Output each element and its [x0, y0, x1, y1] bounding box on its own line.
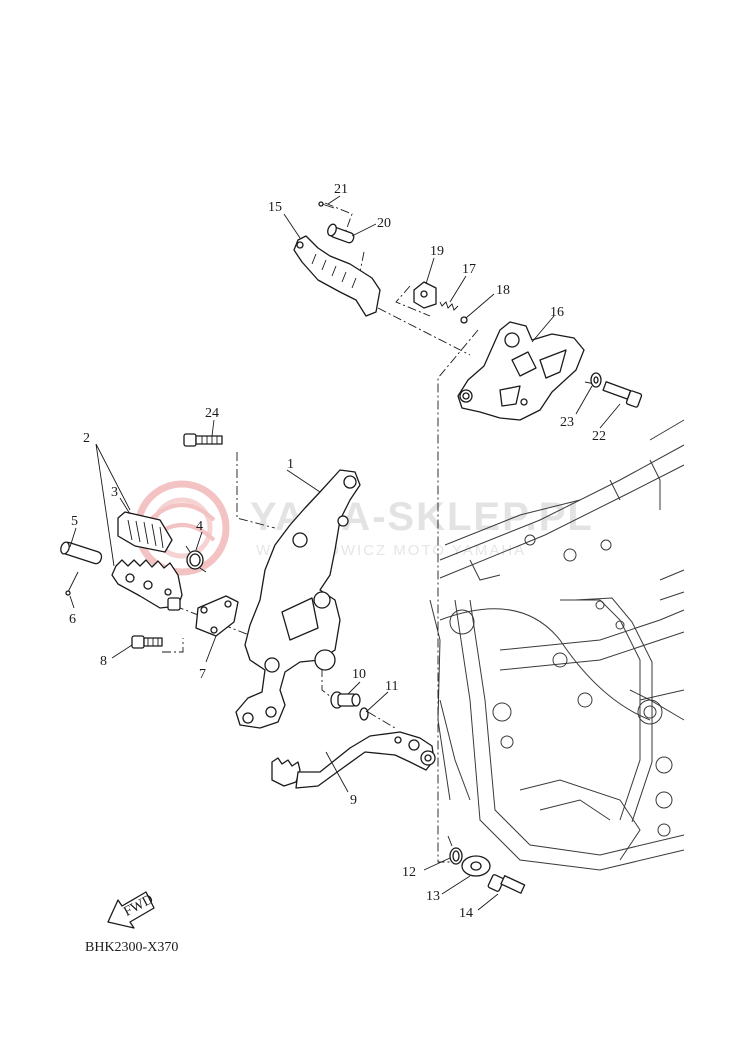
- callout-17: 17: [462, 262, 476, 277]
- callout-5: 5: [71, 514, 78, 529]
- callout-10: 10: [352, 667, 366, 682]
- footrest-spring: [185, 545, 207, 573]
- bolt-22: [602, 381, 643, 408]
- passenger-footrest-bracket: [457, 321, 585, 421]
- callout-labels: 1 2 3 4 5 6 7 8 9 10 11 12 13 14 15 16 1…: [69, 182, 606, 921]
- footrest-pin: [60, 541, 103, 565]
- callout-8: 8: [100, 654, 107, 669]
- callout-24: 24: [205, 406, 219, 421]
- spring-plate: [195, 595, 239, 637]
- callout-16: 16: [550, 305, 564, 320]
- passenger-footrest: [293, 235, 381, 317]
- pivot-collar: [330, 691, 361, 709]
- callout-7: 7: [199, 667, 206, 682]
- washer-13: [461, 855, 491, 877]
- brake-pedal: [271, 731, 436, 789]
- detent-plate: [413, 281, 437, 309]
- detent-ball: [460, 316, 468, 324]
- bolt-24: [183, 433, 223, 447]
- footrest-pin-20: [327, 223, 355, 244]
- callout-13: 13: [426, 889, 440, 904]
- callout-9: 9: [350, 793, 357, 808]
- callout-23: 23: [560, 415, 574, 430]
- cotter-pin: [65, 571, 79, 596]
- watermark: YAMA-SKLEP.PL WOJ CHOWICZ MOTO YAMAHA: [134, 480, 592, 576]
- cotter-pin-21: [318, 201, 335, 209]
- diagram-code: BHK2300-X370: [85, 940, 178, 955]
- callout-12: 12: [402, 865, 416, 880]
- callout-3: 3: [111, 485, 118, 500]
- callout-19: 19: [430, 244, 444, 259]
- callout-18: 18: [496, 283, 510, 298]
- callout-2: 2: [83, 431, 90, 446]
- footrest-pad: [117, 511, 173, 553]
- detent-spring: [439, 301, 459, 311]
- callout-22: 22: [592, 429, 606, 444]
- callout-leaders: [69, 195, 621, 911]
- callout-4: 4: [196, 519, 203, 534]
- motorcycle-frame: [429, 419, 685, 871]
- fwd-arrow-icon: FWD: [107, 891, 156, 929]
- callout-11: 11: [385, 679, 398, 694]
- callout-21: 21: [334, 182, 348, 197]
- washer-23: [590, 372, 602, 388]
- footrest: [111, 559, 183, 611]
- callout-6: 6: [69, 612, 76, 627]
- bolt-8: [131, 635, 163, 649]
- callout-1: 1: [287, 457, 294, 472]
- callout-14: 14: [459, 906, 473, 921]
- return-spring: [447, 835, 463, 865]
- callout-15: 15: [268, 200, 282, 215]
- callout-20: 20: [377, 216, 391, 231]
- footrest-bracket: [235, 469, 361, 729]
- o-ring: [359, 707, 369, 721]
- bolt-14: [487, 874, 526, 894]
